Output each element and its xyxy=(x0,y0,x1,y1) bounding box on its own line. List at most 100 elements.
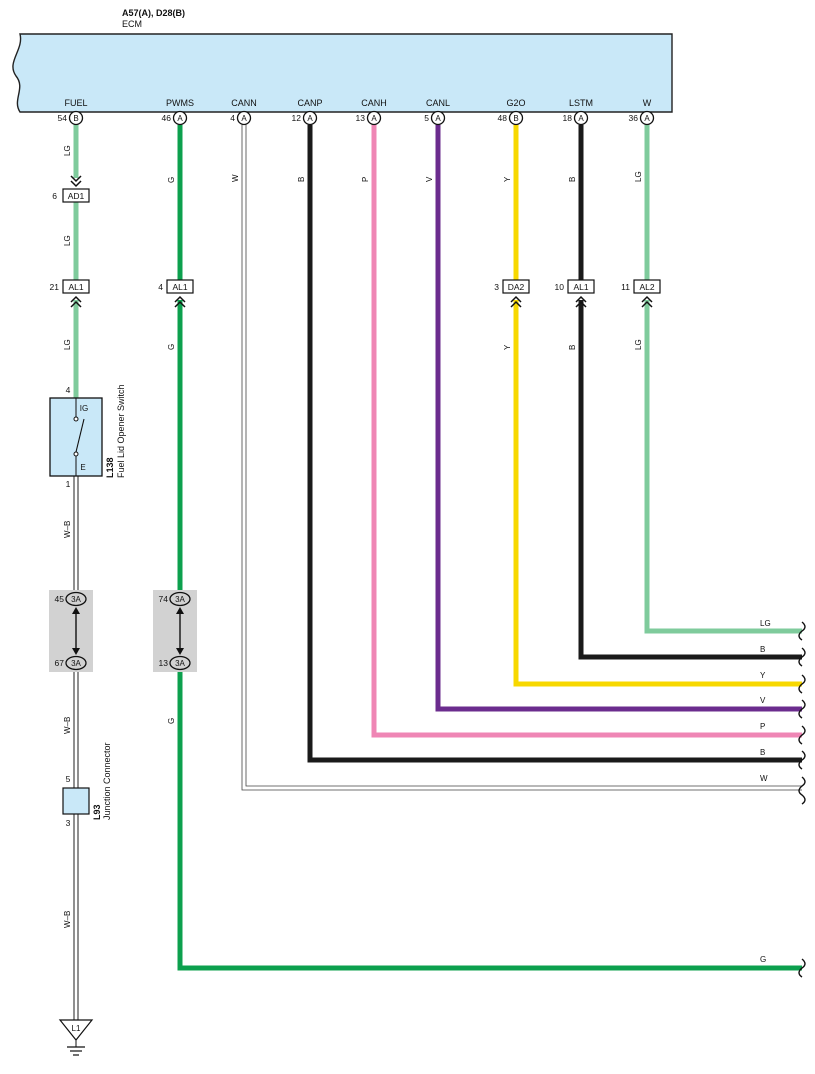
arrow-down-icon xyxy=(176,648,184,655)
ground-name: L1 xyxy=(72,1024,81,1033)
connector-pin: 10 xyxy=(555,282,565,292)
wire-canp xyxy=(307,125,802,763)
junction-block-pin: 45 xyxy=(55,594,65,604)
connector-name: AL1 xyxy=(573,282,588,292)
terminal-conn: A xyxy=(307,114,313,123)
wire-color-labels: LG LG LG W–B W–B W–B G G G W B P V Y Y B… xyxy=(63,145,643,928)
right-label-g: G xyxy=(760,955,766,964)
wire-label: W–B xyxy=(63,911,72,928)
wire-label: B xyxy=(568,345,577,350)
junction-block-pin: 67 xyxy=(55,658,65,668)
terminal-name-canl: CANL xyxy=(426,98,450,108)
chevron-up-icon xyxy=(174,295,186,308)
terminal-pin-w: A36 xyxy=(629,110,655,126)
terminal-name-canp: CANP xyxy=(297,98,322,108)
terminal-pin-number: 36 xyxy=(629,113,639,123)
terminal-name-w: W xyxy=(643,98,652,108)
switch-term-ig: IG xyxy=(80,404,88,413)
connector-da2: DA2 3 xyxy=(494,279,530,308)
terminal-pin-canp: A12 xyxy=(292,110,318,126)
wire-label: W–B xyxy=(63,521,72,538)
terminal-pin-lstm: A 18 xyxy=(563,110,589,126)
terminal-name-canh: CANH xyxy=(361,98,387,108)
connector-pin: 3 xyxy=(494,282,499,292)
wire-label: P xyxy=(361,177,370,182)
wire-label: LG xyxy=(63,235,72,246)
terminal-name-lstm: LSTM xyxy=(569,98,593,108)
junction-block-pin: 74 xyxy=(159,594,169,604)
terminal-pin-number: 4 xyxy=(230,113,235,123)
wire-wb xyxy=(73,476,79,1022)
chevron-up-icon xyxy=(70,295,82,308)
connector-al1-lstm: AL1 10 xyxy=(555,279,595,308)
terminal-pin-cann: A4 xyxy=(230,110,252,126)
switch-pin-bottom: 1 xyxy=(66,479,71,489)
arrow-up-icon xyxy=(72,607,80,614)
switch-id: L138 xyxy=(105,457,115,478)
wire-label: LG xyxy=(634,171,643,182)
terminal-conn: A xyxy=(435,114,441,123)
wire-label: Y xyxy=(503,176,512,182)
terminal-name-pwms: PWMS xyxy=(166,98,194,108)
jc-pin-bottom: 3 xyxy=(66,818,71,828)
connector-name: AL1 xyxy=(172,282,187,292)
wire-label: LG xyxy=(63,145,72,156)
terminal-pin-number: 46 xyxy=(162,113,172,123)
terminal-pin-fuel: B54 xyxy=(58,110,84,126)
wire-label: W–B xyxy=(63,717,72,734)
chevron-up-icon xyxy=(575,295,587,308)
ecm-header: A57(A), D28(B) xyxy=(122,8,185,18)
wire-cann xyxy=(241,125,802,791)
terminal-name-fuel: FUEL xyxy=(64,98,87,108)
fuel-lid-opener-switch: IG E 4 1 L138 Fuel Lid Opener Switch xyxy=(49,384,126,489)
connector-ad1: AD1 6 xyxy=(52,175,90,203)
connector-name: DA2 xyxy=(508,282,525,292)
junction-block-name: 3A xyxy=(71,659,81,668)
wire-label: G xyxy=(167,344,176,350)
wire-label: Y xyxy=(503,344,512,350)
junction-block-pin: 13 xyxy=(159,658,169,668)
terminal-pin-canh: A 13 xyxy=(356,110,382,126)
arrow-down-icon xyxy=(72,648,80,655)
terminal-name-g2o: G2O xyxy=(506,98,525,108)
connector-al1-pwms: AL1 4 xyxy=(158,279,194,308)
junction-connector-l93: 5 3 L93 Junction Connector xyxy=(62,742,112,828)
wire-label: LG xyxy=(63,339,72,350)
right-label-b2: B xyxy=(760,748,765,757)
terminal-conn: A xyxy=(371,114,377,123)
terminal-pin-number: 18 xyxy=(563,113,573,123)
wire-w-seg2 xyxy=(644,300,802,634)
right-label-w: W xyxy=(760,774,768,783)
switch-term-e: E xyxy=(80,463,85,472)
wire-label: B xyxy=(568,177,577,182)
wire-break-marks xyxy=(798,621,806,978)
terminal-conn: A xyxy=(578,114,584,123)
connector-ad1-name: AD1 xyxy=(68,191,85,201)
right-label-lg: LG xyxy=(760,619,771,628)
terminal-pin-pwms: A 46 xyxy=(162,110,188,126)
terminal-conn: A xyxy=(177,114,183,123)
wire-label: B xyxy=(297,177,306,182)
switch-pin-top: 4 xyxy=(66,385,71,395)
chevron-up-icon xyxy=(510,295,522,308)
connector-ad1-pin: 6 xyxy=(52,191,57,201)
connector-al1-fuel: AL1 21 xyxy=(50,279,90,308)
right-label-b1: B xyxy=(760,645,765,654)
wire-g2o-seg2 xyxy=(513,300,802,687)
terminal-pin-number: 5 xyxy=(424,113,429,123)
connector-name: AL1 xyxy=(68,282,83,292)
connector-pin: 4 xyxy=(158,282,163,292)
terminal-pin-number: 48 xyxy=(498,113,508,123)
connector-pin: 21 xyxy=(50,282,60,292)
arrow-up-icon xyxy=(176,607,184,614)
terminal-conn: B xyxy=(513,114,518,123)
jc-id: L93 xyxy=(92,804,102,820)
wire-label: G xyxy=(167,718,176,724)
terminal-pin-number: 13 xyxy=(356,113,366,123)
wire-label: LG xyxy=(634,339,643,350)
wire-canh xyxy=(371,125,802,738)
terminal-conn: B xyxy=(73,114,78,123)
